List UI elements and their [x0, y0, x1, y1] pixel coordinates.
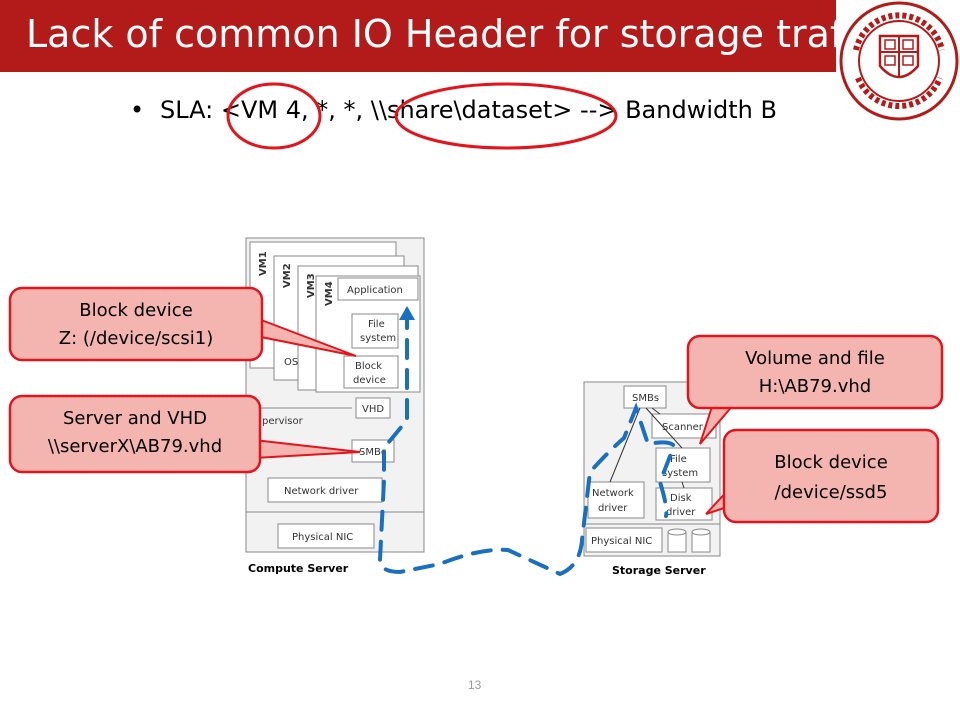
smbs-label: SMBs — [632, 393, 659, 404]
compute-server: VM1 VM2 VM3 VM4 Application File system … — [245, 237, 425, 575]
vm3-label: VM3 — [306, 273, 317, 298]
vhd-label: VHD — [362, 404, 384, 415]
storage-physical-nic-box — [585, 527, 663, 553]
io-path-arrowhead — [399, 306, 415, 320]
callout-volume-file: Volume and file H:\AB79.vhd — [686, 334, 944, 445]
storage-network-driver-box — [587, 481, 645, 519]
application-label: Application — [347, 285, 403, 296]
disk-driver-label-2: driver — [666, 507, 696, 518]
storage-server-caption: Storage Server — [612, 564, 706, 577]
callout-line-1: Block device — [79, 300, 193, 321]
disk-drum-icon — [667, 528, 711, 553]
storage-file-system-label-2: system — [662, 468, 698, 479]
vm1-label: VM1 — [258, 251, 269, 276]
os-label: OS — [284, 357, 298, 368]
application-box — [337, 277, 419, 301]
physical-nic-box — [277, 523, 375, 549]
callout-block-device-right: Block device /device/ssd5 — [705, 428, 940, 524]
callout-block-device-left: Block device Z: (/device/scsi1) — [8, 286, 357, 362]
storage-connector-lines — [609, 407, 685, 489]
network-driver-label: Network driver — [284, 486, 359, 497]
network-driver-box — [267, 477, 383, 503]
hypervisor-label: pervisor — [262, 416, 304, 427]
callout-box — [686, 334, 944, 410]
vm2-label: VM2 — [282, 263, 293, 288]
sla-text: SLA: <VM 4, *, *, \\share\dataset> --> B… — [160, 96, 777, 124]
sla-highlight-circles — [226, 82, 618, 150]
storage-network-driver-label-1: Network — [592, 488, 634, 499]
io-path-dashed — [377, 308, 677, 577]
storage-physical-nic-label: Physical NIC — [591, 536, 652, 547]
callout-line-2: \\serverX\AB79.vhd — [48, 436, 222, 457]
share-highlight-ellipse — [394, 82, 618, 150]
vm-highlight-ellipse — [226, 82, 322, 150]
callout-line-2: Z: (/device/scsi1) — [59, 328, 214, 349]
callout-box — [722, 428, 940, 524]
vm4-label: VM4 — [324, 281, 335, 306]
title-bar: Lack of common IO Header for storage tra… — [0, 0, 888, 72]
storage-file-system-label-1: File — [670, 454, 687, 465]
sla-bullet: • SLA: <VM 4, *, *, \\share\dataset> --> … — [130, 96, 777, 124]
block-device-label-2: device — [353, 375, 386, 386]
callout-line-1: Volume and file — [745, 348, 885, 369]
callout-line-1: Block device — [774, 452, 888, 473]
file-system-box — [351, 313, 399, 349]
bullet-icon: • — [130, 96, 145, 124]
storage-network-driver-label-2: driver — [598, 503, 628, 514]
callout-line-2: H:\AB79.vhd — [759, 376, 871, 397]
callout-line-2: /device/ssd5 — [775, 482, 888, 503]
physical-nic-label: Physical NIC — [292, 532, 353, 543]
disk-driver-label-1: Disk — [670, 493, 692, 504]
vhd-box — [355, 397, 391, 419]
block-device-box — [343, 355, 399, 389]
smbc-label: SMBc — [359, 447, 386, 458]
cornell-seal-icon — [839, 1, 959, 121]
callout-line-1: Server and VHD — [63, 408, 207, 429]
file-system-label-1: File — [368, 319, 385, 330]
file-system-label-2: system — [360, 333, 396, 344]
block-device-label-1: Block — [355, 361, 382, 372]
storage-server: SMBs Scanner File system Network driver … — [583, 381, 721, 577]
callout-box — [8, 286, 264, 362]
scanner-label: Scanner — [662, 422, 704, 433]
slide-title: Lack of common IO Header for storage tra… — [26, 12, 888, 56]
smbs-box — [623, 385, 667, 409]
callout-server-vhd: Server and VHD \\serverX\AB79.vhd — [8, 394, 361, 474]
callout-box — [8, 394, 262, 474]
compute-server-caption: Compute Server — [248, 562, 349, 575]
page-number: 13 — [468, 678, 482, 692]
